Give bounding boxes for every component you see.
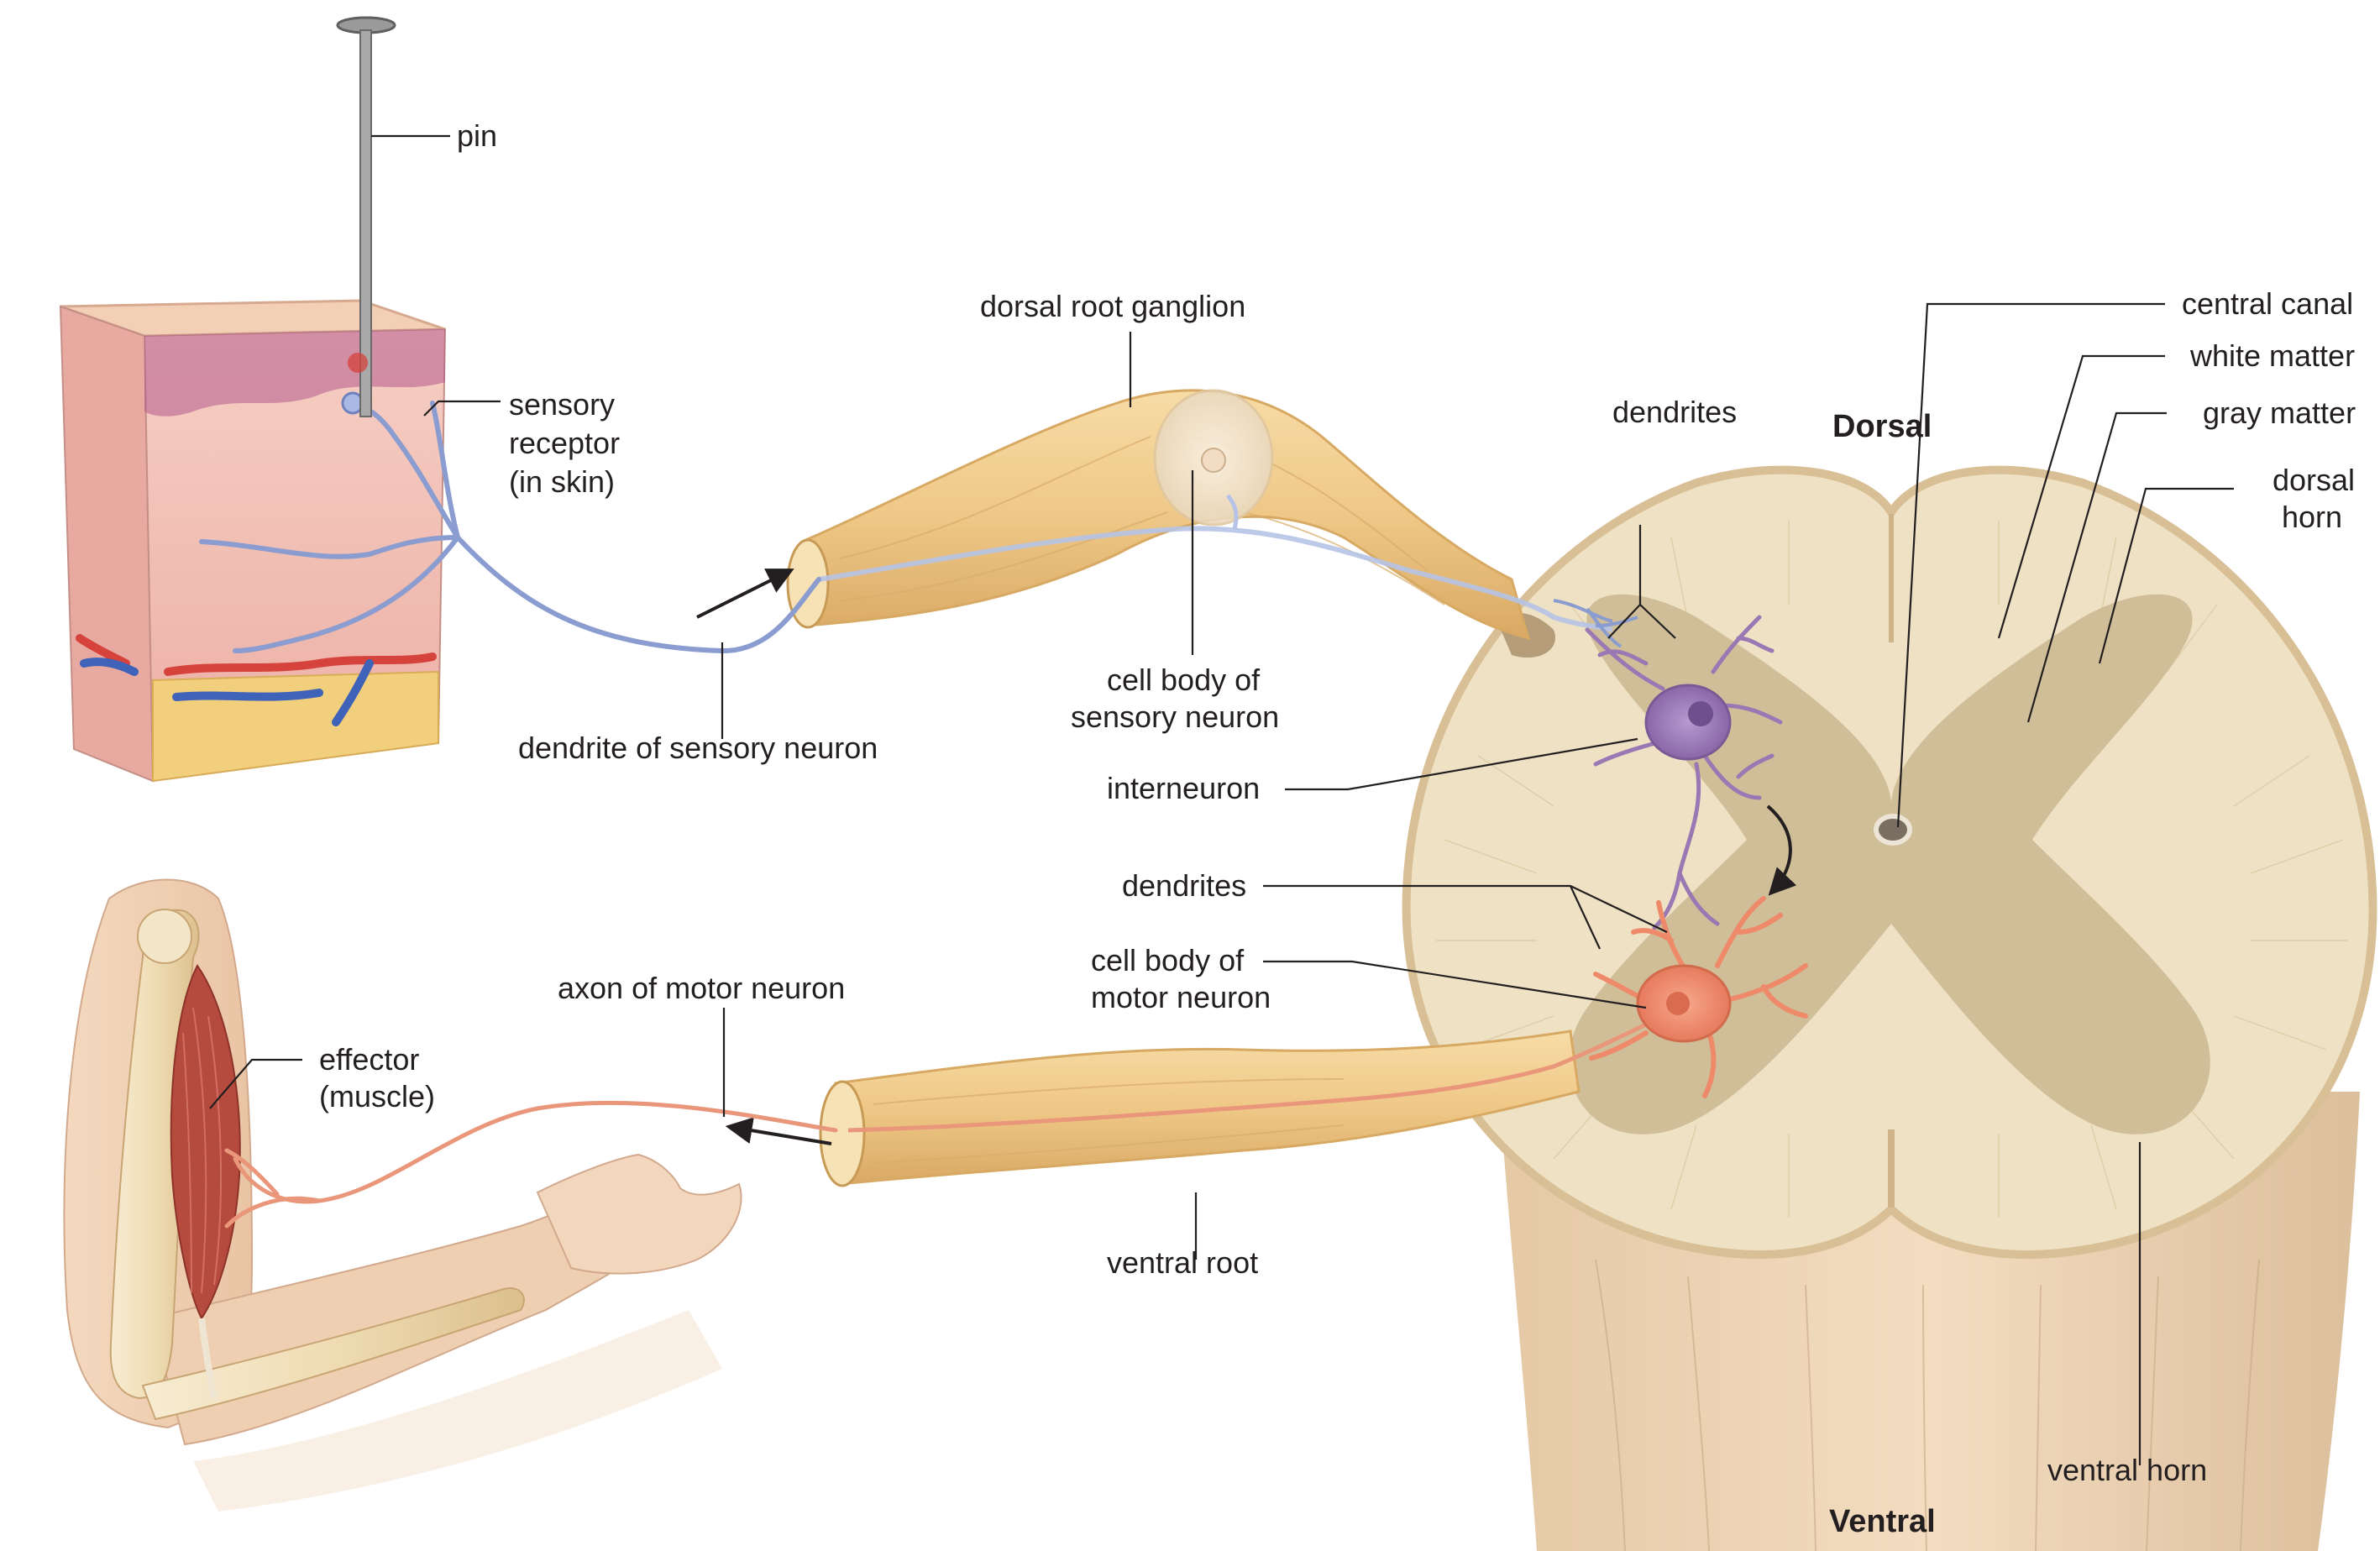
label-dendrites-top: dendrites	[1612, 395, 1737, 429]
label-central-canal: central canal	[2182, 286, 2353, 321]
label-cell-body-motor-line1: cell body of	[1091, 943, 1245, 977]
label-effector-line1: effector	[319, 1042, 419, 1077]
leader-lines	[209, 134, 2234, 1465]
pin	[336, 16, 396, 417]
pin-puncture	[348, 353, 368, 373]
tendon	[198, 1318, 218, 1399]
interneuron	[1585, 615, 1783, 930]
label-white-matter: white matter	[2189, 338, 2355, 373]
skin-front-face	[59, 305, 155, 783]
spinal-cord	[1402, 465, 2377, 1551]
dorsal-root-nerve	[800, 389, 1531, 641]
motor-neuron	[1589, 896, 1808, 1098]
forearm-bones	[141, 1287, 525, 1421]
label-dendrite-of-sensory-neuron: dendrite of sensory neuron	[518, 731, 878, 765]
label-pin: pin	[457, 118, 497, 153]
label-cell-body-motor-line2: motor neuron	[1091, 980, 1271, 1014]
ventral-root-striations	[873, 1078, 1345, 1164]
pin-shaft	[359, 29, 372, 417]
fat-layer	[152, 670, 439, 783]
label-dorsal-root-ganglion: dorsal root ganglion	[980, 289, 1245, 323]
label-axon-of-motor-neuron: axon of motor neuron	[558, 971, 845, 1005]
motor-axon-in-root	[847, 1009, 1673, 1133]
label-ventral-root: ventral root	[1107, 1245, 1258, 1280]
humerus-head	[137, 909, 192, 964]
arm	[63, 878, 838, 1512]
label-sensory-receptor-line3: (in skin)	[509, 464, 615, 499]
label-sensory-receptor-line2: receptor	[509, 426, 620, 460]
labels: pin sensory receptor (in skin) dendrite …	[319, 118, 2356, 1539]
label-dorsal-horn-line2: horn	[2282, 500, 2342, 534]
label-dendrites-bottom: dendrites	[1122, 868, 1246, 903]
label-ventral: Ventral	[1829, 1504, 1936, 1539]
ventral-root-nerve	[834, 1030, 1581, 1186]
muscle-striations	[182, 1007, 223, 1294]
sensory-dendrites-in-cord	[1553, 599, 1638, 648]
hand	[536, 1153, 742, 1275]
ventral-root-cut-end	[819, 1080, 866, 1187]
sensory-neuron-cell-body	[1201, 448, 1226, 473]
motor-neuron-dendrites	[1589, 896, 1808, 1098]
interneuron-nucleus	[1688, 701, 1713, 726]
skin-block	[59, 299, 821, 783]
ventral-root	[819, 1009, 1673, 1187]
ganglion-stalk	[1226, 494, 1239, 530]
label-dorsal: Dorsal	[1832, 409, 1932, 444]
interneuron-dendrites	[1585, 615, 1783, 930]
motor-axon-to-muscle	[224, 1100, 838, 1229]
synapse-signal-arrow	[1766, 804, 1797, 896]
sensory-fiber-in-root	[818, 526, 1613, 632]
sensory-nerve-in-skin	[199, 401, 821, 654]
humerus-bone	[109, 909, 200, 1400]
dorsal-root	[786, 389, 1613, 641]
ghost-forearm	[193, 1310, 722, 1512]
label-dorsal-horn-line1: dorsal	[2273, 463, 2355, 497]
label-sensory-receptor-line1: sensory	[509, 387, 615, 422]
label-ventral-horn: ventral horn	[2047, 1453, 2207, 1487]
label-cell-body-sensory-line2: sensory neuron	[1071, 700, 1279, 734]
spinal-cord-column-fibers	[1595, 1259, 2260, 1551]
motor-neuron-nucleus	[1666, 992, 1690, 1015]
label-gray-matter: gray matter	[2203, 396, 2356, 430]
label-cell-body-sensory-line1: cell body of	[1107, 663, 1261, 697]
label-interneuron: interneuron	[1107, 771, 1260, 805]
white-matter-texture	[1436, 521, 2347, 1218]
central-canal	[1874, 814, 1912, 846]
label-effector-line2: (muscle)	[319, 1079, 435, 1113]
motor-direction-arrow	[725, 1117, 832, 1145]
sensory-direction-arrow	[696, 569, 794, 619]
interneuron-cell-body	[1644, 684, 1732, 761]
skin-blood-vessels	[76, 634, 437, 726]
